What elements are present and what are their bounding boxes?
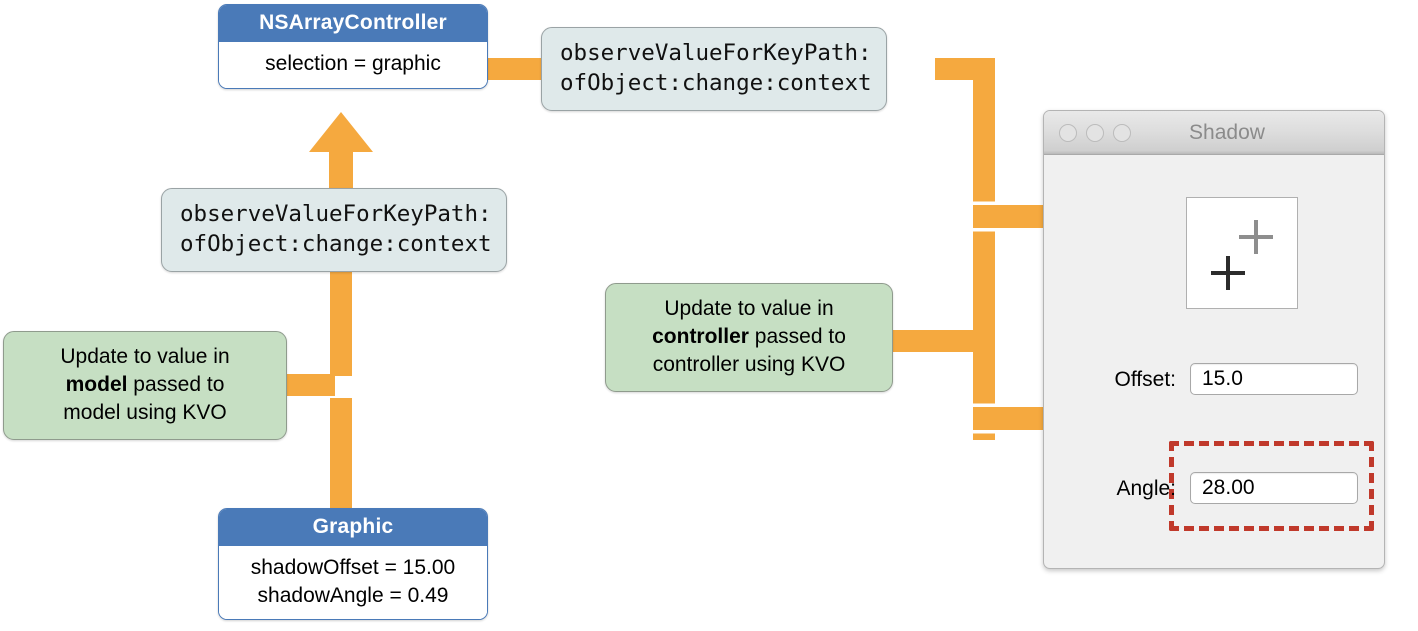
note-model-kvo: Update to value in model passed to model… [3,331,287,440]
close-button[interactable] [1059,124,1077,142]
offset-field-row: Offset: 15.0 [1044,363,1384,397]
note-line: controller passed to [618,323,880,351]
note-line: model passed to [16,371,274,399]
minimize-button[interactable] [1086,124,1104,142]
arrow-up-to-controller [309,112,373,200]
wire-right-trunk [973,58,995,440]
wire-code-top-out [935,58,995,80]
window-title: Shadow [1189,121,1265,144]
shadow-window[interactable]: Shadow Offset: 15.0 Angle: 28.00 [1043,110,1385,569]
wire-graphic-to-controller [330,398,352,510]
code-callout-observe-left: observeValueForKeyPath: ofObject:change:… [161,188,507,273]
code-line: observeValueForKeyPath: [560,40,872,66]
wire-controller-to-code [484,58,546,80]
class-body: selection = graphic [219,42,487,88]
angle-field-row: Angle: 28.00 [1044,472,1384,506]
angle-label: Angle: [1116,477,1176,500]
code-line: ofObject:change:context [560,70,872,97]
note-line-rest: passed to [748,324,846,348]
class-title: Graphic [219,509,487,546]
class-body: shadowOffset = 15.00 shadowAngle = 0.49 [219,546,487,620]
code-callout-observe-top: observeValueForKeyPath: ofObject:change:… [541,27,887,112]
note-controller-kvo: Update to value in controller passed to … [605,283,893,392]
class-box-graphic[interactable]: Graphic shadowOffset = 15.00 shadowAngle… [218,508,488,621]
note-line: Update to value in [60,345,230,368]
note-line: Update to value in [664,297,834,320]
note-line: model using KVO [63,400,227,424]
note-line-rest: passed to [127,372,225,396]
note-line: controller using KVO [652,352,846,376]
wire-code-left-trunk [330,268,352,376]
class-property-row: shadowAngle = 0.49 [257,583,449,607]
zoom-button[interactable] [1113,124,1131,142]
note-emphasis: model [65,372,128,396]
gray-crosshair-icon [1239,220,1273,254]
code-line: observeValueForKeyPath: [180,201,492,227]
window-titlebar[interactable]: Shadow [1044,111,1384,155]
note-emphasis: controller [652,324,749,348]
dark-crosshair-icon [1211,256,1245,290]
class-title: NSArrayController [219,5,487,42]
offset-label: Offset: [1114,368,1176,391]
angle-input[interactable]: 28.00 [1190,472,1358,504]
shadow-preview-area[interactable] [1186,197,1298,309]
class-box-nsarraycontroller[interactable]: NSArrayController selection = graphic [218,4,488,89]
angle-highlight-box [1169,441,1374,531]
class-property-row: shadowOffset = 15.00 [250,556,456,579]
offset-input[interactable]: 15.0 [1190,363,1358,395]
class-property-row: selection = graphic [265,52,441,75]
code-line: ofObject:change:context [180,231,492,258]
